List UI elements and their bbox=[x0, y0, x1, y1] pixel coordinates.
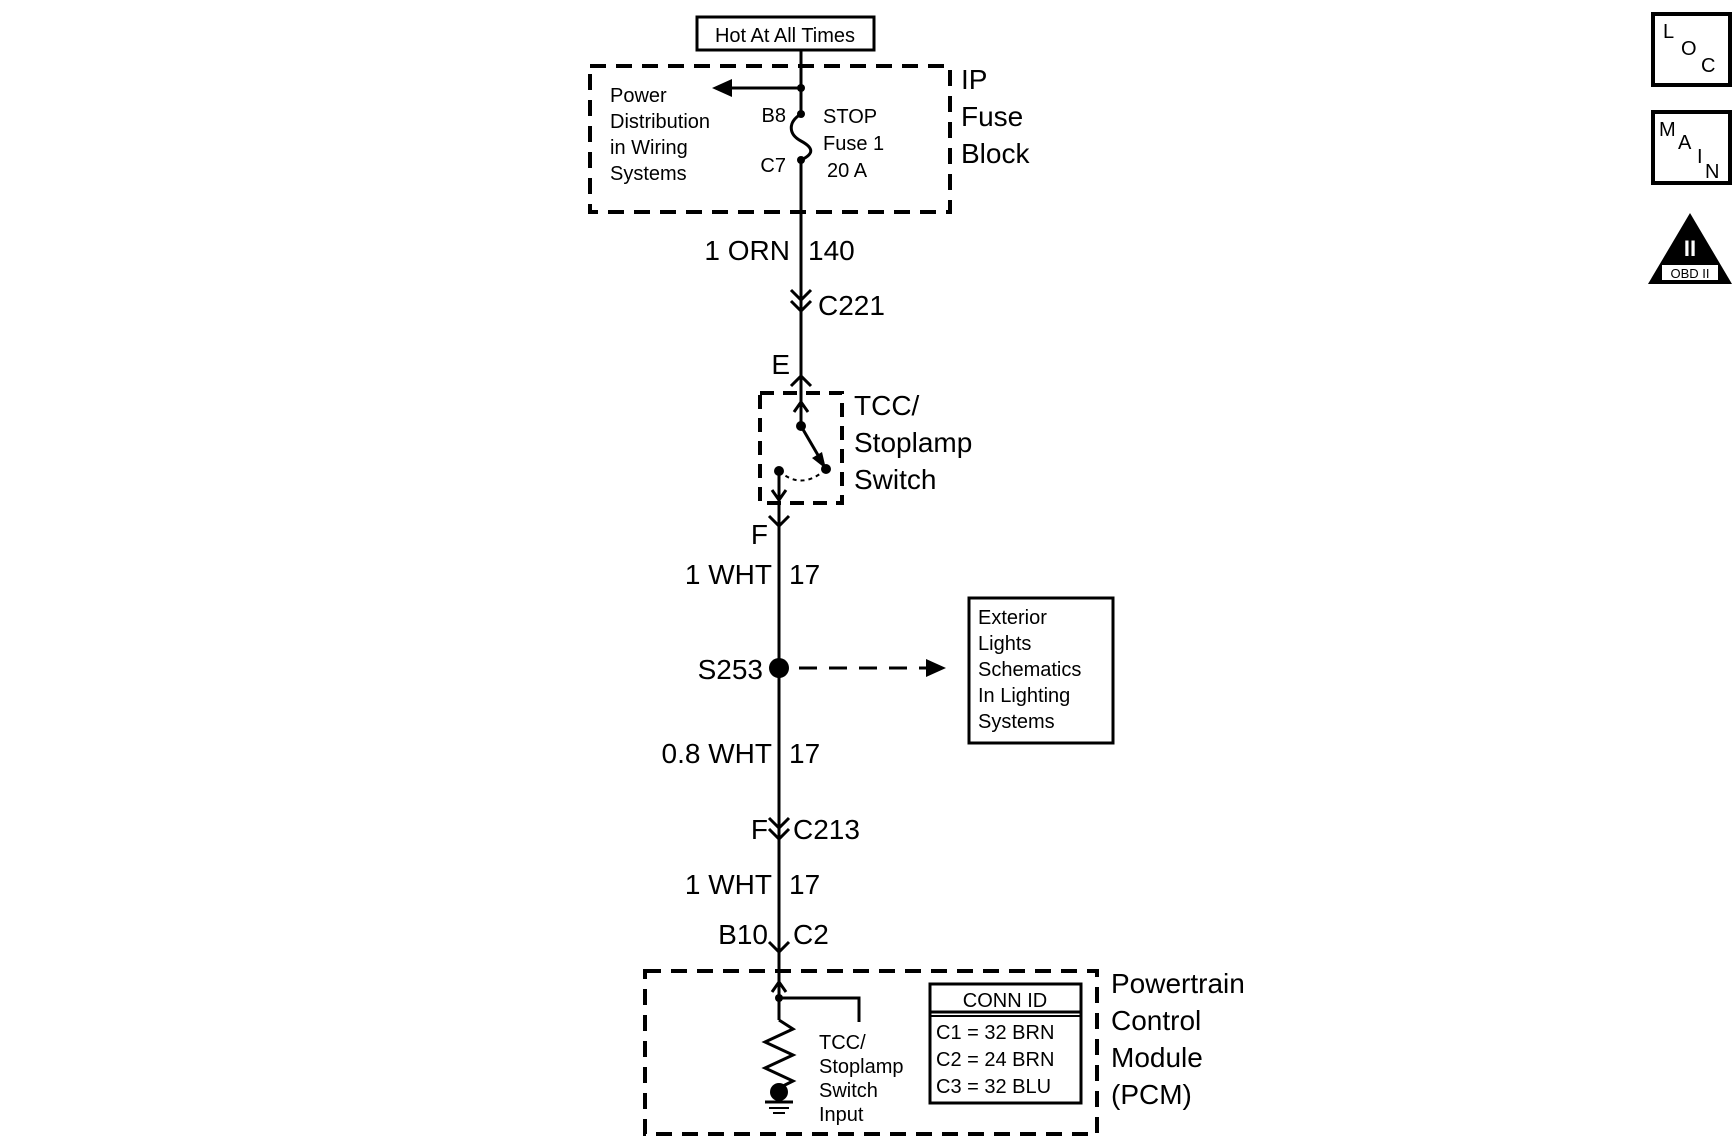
wire-2-size-color: 1 WHT bbox=[685, 559, 772, 590]
svg-text:M: M bbox=[1659, 119, 1676, 141]
hot-at-all-times-box: Hot At All Times bbox=[695, 15, 876, 52]
wire-4-circuit: 17 bbox=[789, 869, 820, 900]
main-icon[interactable]: M A I N bbox=[1651, 110, 1732, 185]
connector-c213-label: C213 bbox=[793, 814, 860, 845]
fuse-pin-out: C7 bbox=[760, 155, 786, 177]
splice-s253-label: S253 bbox=[698, 654, 763, 685]
connector-c213-pin: F bbox=[751, 814, 768, 845]
connector-c213: F C213 bbox=[751, 814, 860, 845]
resistor-icon bbox=[761, 1018, 797, 1090]
pcm-pin-b10: B10 bbox=[718, 919, 768, 950]
svg-text:N: N bbox=[1705, 161, 1719, 183]
conn-id-header: CONN ID bbox=[963, 990, 1047, 1012]
conn-id-row: C3 = 32 BLU bbox=[936, 1076, 1051, 1098]
ip-fuse-block-title: IP Fuse Block bbox=[961, 64, 1031, 169]
svg-text:OBD II: OBD II bbox=[1670, 266, 1709, 281]
svg-text:I: I bbox=[1697, 146, 1703, 168]
tcc-switch-title: TCC/ Stoplamp Switch bbox=[854, 390, 980, 495]
svg-text:II: II bbox=[1684, 236, 1696, 261]
svg-text:C: C bbox=[1701, 55, 1715, 77]
obd-ii-icon[interactable]: II OBD II bbox=[1648, 213, 1732, 284]
splice-dot-icon bbox=[769, 658, 789, 678]
wire-3-size-color: 0.8 WHT bbox=[662, 738, 772, 769]
fuse-icon bbox=[789, 112, 813, 162]
conn-id-row: C1 = 32 BRN bbox=[936, 1022, 1054, 1044]
fuse-label: STOP Fuse 1 20 A bbox=[823, 106, 890, 182]
power-distribution-label: Power Distribution in Wiring Systems bbox=[610, 85, 716, 185]
wire-1-circuit: 140 bbox=[808, 235, 855, 266]
pcm-input-label: TCC/ Stoplamp Switch Input bbox=[819, 1032, 909, 1126]
pcm-connector-c2: C2 bbox=[793, 919, 829, 950]
splice-s253: S253 bbox=[698, 654, 946, 685]
svg-text:O: O bbox=[1681, 38, 1697, 60]
loc-icon[interactable]: L O C bbox=[1651, 12, 1732, 87]
switch-pin-f: F bbox=[751, 519, 768, 550]
conn-id-table: CONN ID C1 = 32 BRN C2 = 24 BRN C3 = 32 … bbox=[928, 982, 1083, 1105]
pcm-module: Powertrain Control Module (PCM) TCC/ Sto… bbox=[643, 952, 1253, 1136]
hot-at-all-times-label: Hot At All Times bbox=[715, 25, 855, 47]
connector-c221-label: C221 bbox=[818, 290, 885, 321]
ground-icon bbox=[765, 1100, 793, 1114]
wire-1-size-color: 1 ORN bbox=[704, 235, 790, 266]
svg-text:L: L bbox=[1663, 21, 1674, 43]
switch-pin-e: E bbox=[771, 349, 790, 380]
svg-text:A: A bbox=[1678, 132, 1692, 154]
arrow-left-icon bbox=[712, 79, 732, 97]
tcc-stoplamp-switch: TCC/ Stoplamp Switch bbox=[758, 376, 980, 526]
exterior-lights-box: Exterior Lights Schematics In Lighting S… bbox=[967, 596, 1115, 745]
connector-c221: C221 bbox=[789, 288, 885, 321]
ip-fuse-block: IP Fuse Block Power Distribution in Wiri… bbox=[588, 50, 1031, 214]
conn-id-row: C2 = 24 BRN bbox=[936, 1049, 1054, 1071]
arrow-right-icon bbox=[926, 659, 946, 677]
fuse-pin-in: B8 bbox=[762, 105, 786, 127]
wire-4-size-color: 1 WHT bbox=[685, 869, 772, 900]
pcm-title: Powertrain Control Module (PCM) bbox=[1111, 968, 1253, 1110]
wire-3-circuit: 17 bbox=[789, 738, 820, 769]
wire-2-circuit: 17 bbox=[789, 559, 820, 590]
exterior-lights-label: Exterior Lights Schematics In Lighting S… bbox=[978, 607, 1087, 733]
